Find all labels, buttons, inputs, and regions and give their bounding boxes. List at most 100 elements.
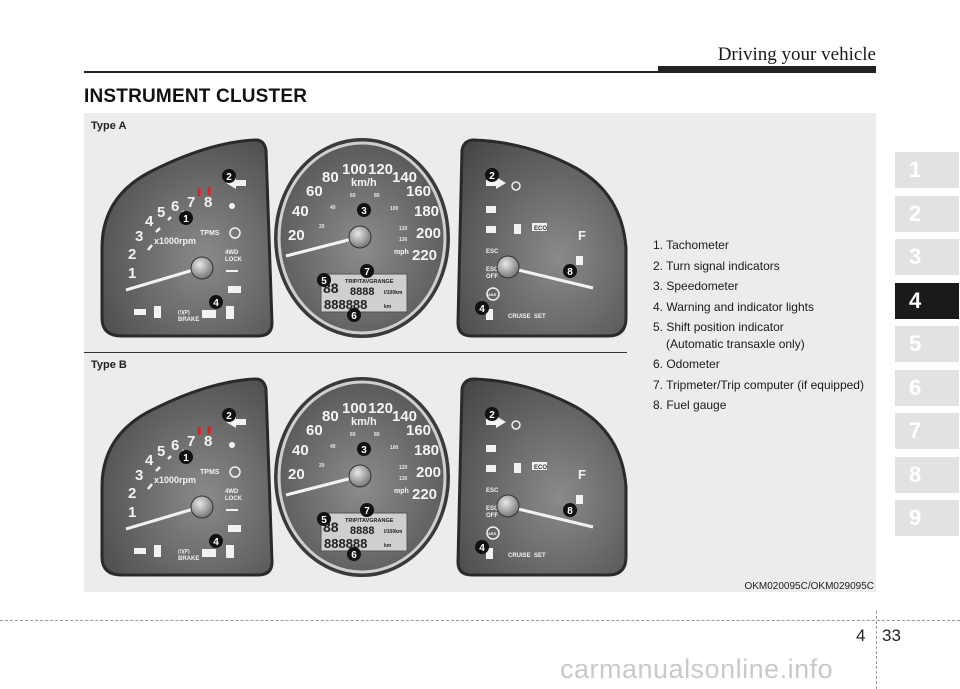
chapter-tab-5[interactable]: 5 xyxy=(895,326,959,362)
check-engine-icon xyxy=(228,286,241,293)
esc-off-label-1: ESC xyxy=(486,267,499,273)
lcd-trip-digits: 8888 xyxy=(350,525,374,537)
eco-badge xyxy=(532,223,547,231)
callout-marker xyxy=(347,308,361,322)
speed-number: 80 xyxy=(322,408,339,425)
cruise-label: CRUISE xyxy=(508,553,531,559)
page-chapter: 4 xyxy=(856,626,866,645)
abs-label: ABS xyxy=(488,531,497,536)
callout-marker xyxy=(475,540,489,554)
speed-number: 20 xyxy=(288,227,305,244)
legend-item: 4. Warning and indicator lights xyxy=(653,299,814,314)
airbag-icon xyxy=(229,203,235,209)
abs-label: ABS xyxy=(488,292,497,297)
callout-number: 4 xyxy=(479,543,485,554)
full-label: F xyxy=(578,228,586,243)
lcd-display xyxy=(320,512,408,552)
legend-item: 5. Shift position indicator xyxy=(653,320,784,334)
callout-number: 1 xyxy=(183,453,189,464)
esc-label: ESC xyxy=(486,249,499,255)
esc-label: ESC xyxy=(486,488,499,494)
legend-list: 1. Tachometer 2. Turn signal indicators … xyxy=(653,235,864,416)
chapter-tab-7[interactable]: 7 xyxy=(895,413,959,449)
legend-item: 7. Tripmeter/Trip computer (if equipped) xyxy=(653,377,864,392)
fuel-pump-icon xyxy=(486,548,493,559)
callout-number: 7 xyxy=(364,267,370,278)
speed-needle xyxy=(285,236,357,258)
mph-number: 120 xyxy=(399,465,408,471)
callout-marker xyxy=(317,273,331,287)
brake-label: BRAKE xyxy=(178,556,199,562)
cluster-illustration: 1 2 3 4 5 6 7 8 x1000rpm TPMS 4WD LOCK (… xyxy=(100,138,628,338)
tach-number: 1 xyxy=(128,265,136,282)
fog-light-icon xyxy=(486,226,496,233)
full-label: F xyxy=(578,467,586,482)
chapter-tab-2[interactable]: 2 xyxy=(895,195,959,232)
tach-number: 4 xyxy=(145,452,154,469)
header-section-title: Driving your vehicle xyxy=(717,44,876,65)
esc-off-label-2: OFF xyxy=(486,274,498,280)
chapter-tab-3[interactable]: 3 xyxy=(895,239,959,275)
lcd-odo-unit: km xyxy=(384,543,392,549)
callout-marker xyxy=(222,408,236,422)
check-engine-icon xyxy=(228,525,241,532)
callout-number: 4 xyxy=(213,537,219,548)
chapter-tab-1[interactable]: 1 xyxy=(895,152,959,188)
type-divider xyxy=(84,352,627,353)
mph-number: 100 xyxy=(390,445,399,451)
fuel-pump-icon xyxy=(486,309,493,320)
speed-number: 140 xyxy=(392,408,417,425)
airbag-icon xyxy=(229,442,235,448)
speed-number: 180 xyxy=(414,203,439,220)
speed-number: 120 xyxy=(368,161,393,178)
callout-marker xyxy=(179,211,193,225)
footer-rule xyxy=(0,620,960,621)
tach-needle xyxy=(125,505,201,531)
callout-number: 2 xyxy=(489,171,495,182)
callout-marker xyxy=(317,512,331,526)
mph-number: 130 xyxy=(399,476,408,482)
speed-number: 140 xyxy=(392,169,417,186)
cluster-type-a: 1 2 3 4 5 6 7 8 x1000rpm TPMS 4WD LOCK (… xyxy=(88,128,643,342)
callout-number: 6 xyxy=(351,550,357,561)
tachometer-gauge: 1 2 3 4 5 6 7 8 x1000rpm TPMS 4WD LOCK (… xyxy=(100,377,274,577)
battery-icon xyxy=(202,549,216,557)
low-fuel-icon xyxy=(576,495,583,504)
tach-number: 2 xyxy=(128,246,136,263)
type-a-label: Type A xyxy=(91,120,127,132)
lcd-trip-digits: 8888 xyxy=(350,286,374,298)
eco-badge xyxy=(532,462,547,470)
speed-hub xyxy=(348,464,372,488)
mph-number: 20 xyxy=(319,224,325,230)
4wd-label: 4WD xyxy=(225,489,239,495)
cluster-type-b: 1 2 3 4 5 6 7 8 x1000rpm TPMS 4WD LOCK (… xyxy=(88,367,643,581)
callout-marker xyxy=(209,295,223,309)
tach-number: 5 xyxy=(157,443,165,460)
legend-item: 1. Tachometer xyxy=(653,238,729,252)
mph-number: 120 xyxy=(399,226,408,232)
tach-number: 1 xyxy=(128,504,136,521)
tachometer-gauge: 1 2 3 4 5 6 7 8 x1000rpm TPMS 4WD LOCK (… xyxy=(100,138,274,338)
legend-item: 3. Speedometer xyxy=(653,279,739,293)
abs-icon xyxy=(486,526,500,540)
lcd-trip-label: TRIP/TAVGRANGE xyxy=(345,518,394,524)
chapter-tab-4[interactable]: 4 xyxy=(895,282,959,319)
4wd-label: 4WD xyxy=(225,250,239,256)
footer-vertical-rule xyxy=(876,611,877,689)
tach-unit: x1000rpm xyxy=(154,236,196,246)
oil-pressure-icon xyxy=(134,548,146,554)
chapter-tab-8[interactable]: 8 xyxy=(895,456,959,493)
tach-number: 3 xyxy=(135,467,143,484)
eco-label: ECO xyxy=(534,226,547,232)
fuel-needle xyxy=(509,266,594,290)
callout-marker xyxy=(360,503,374,517)
lcd-trip-unit: l/100km xyxy=(384,290,403,296)
callout-marker xyxy=(563,264,577,278)
speed-number: 200 xyxy=(416,225,441,242)
set-label: SET xyxy=(534,314,546,320)
coolant-temp-icon xyxy=(514,463,521,473)
chapter-tab-9[interactable]: 9 xyxy=(895,500,959,536)
esc-off-label-2: OFF xyxy=(486,513,498,519)
callout-marker xyxy=(563,503,577,517)
chapter-tab-6[interactable]: 6 xyxy=(895,369,959,406)
